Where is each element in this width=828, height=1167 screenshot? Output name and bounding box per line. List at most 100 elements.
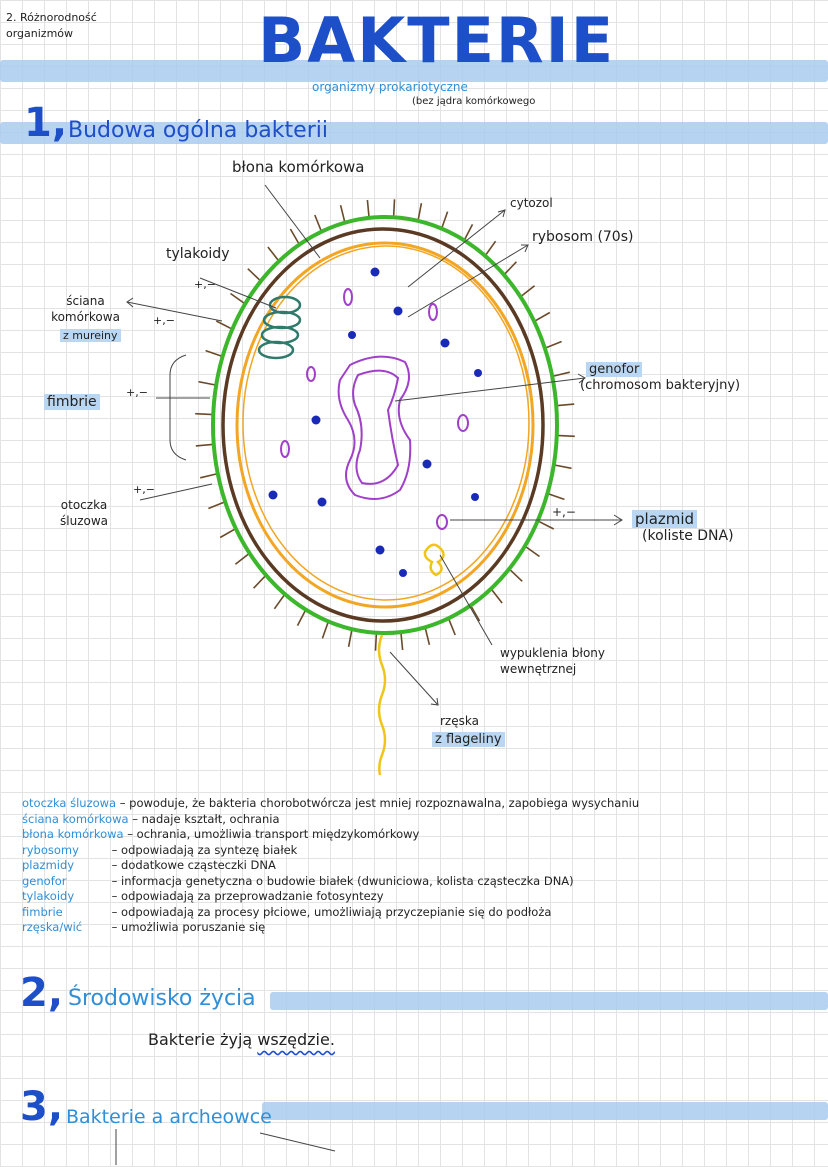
- ribosomes: [268, 267, 482, 577]
- fimbria-hair: [440, 211, 449, 229]
- fimbria-hair: [524, 545, 540, 558]
- fimbria-hair: [215, 320, 233, 330]
- fimbria-hair: [533, 311, 551, 323]
- fimbria-hair: [537, 520, 555, 530]
- label-rzeska: rzęska: [440, 714, 479, 728]
- subtitle: organizmy prokariotyczne: [312, 80, 468, 94]
- fimbria-hair: [314, 214, 323, 232]
- definition-desc: – dodatkowe cząsteczki DNA: [111, 858, 276, 872]
- definition-term: rzęska/wić: [22, 920, 83, 934]
- section3-number: 3,: [20, 1084, 64, 1130]
- definition-desc: – umożliwia poruszanie się: [111, 920, 266, 934]
- fimbria-hair: [208, 501, 226, 510]
- page-title: BAKTERIE: [258, 4, 616, 77]
- section3-band: [262, 1102, 828, 1120]
- fimbriae-hairs: [195, 199, 575, 651]
- genofor-highlight: genofor: [586, 362, 643, 377]
- fimbria-hair: [205, 349, 223, 358]
- bacteria-diagram: [126, 184, 623, 776]
- section2-band: [270, 992, 828, 1010]
- label-pm-sciana: +,−: [153, 314, 175, 327]
- definition-row: rzęska/wić – umożliwia poruszanie się: [22, 920, 639, 936]
- label-otoczka: otoczka śluzowa: [60, 498, 108, 528]
- definition-row: genofor – informacja genetyczna o budowi…: [22, 874, 639, 890]
- fimbria-hair: [289, 228, 301, 245]
- section2-number: 2,: [20, 970, 64, 1016]
- fimbria-hair: [417, 203, 423, 222]
- fimbria-hair: [503, 261, 517, 276]
- definition-desc: – odpowiadają za przeprowadzanie fotosyn…: [111, 889, 384, 903]
- subtitle-note: (bez jądra komórkowego: [412, 96, 536, 107]
- label-cytozol: cytozol: [510, 196, 553, 210]
- definition-desc: – nadaje kształt, ochrania: [132, 811, 280, 826]
- definition-row: fimbrie – odpowiadają za procesy płciowe…: [22, 905, 639, 921]
- section1-title: Budowa ogólna bakterii: [68, 118, 328, 143]
- fimbrie-highlight: fimbrie: [44, 394, 100, 410]
- section1-band: [0, 122, 828, 144]
- fimbria-hair: [347, 628, 353, 647]
- label-plazmid: plazmid: [632, 510, 698, 528]
- membrane-bulge: [423, 543, 445, 577]
- definition-term: ściana komórkowa: [22, 811, 129, 826]
- definition-row: błona komórkowa – ochrania, umożliwia tr…: [22, 827, 639, 843]
- label-genofor-sub: (chromosom bakteryjny): [580, 378, 741, 393]
- definition-term: błona komórkowa: [22, 827, 124, 841]
- definition-term: otoczka śluzowa: [22, 796, 117, 810]
- title-band: [0, 60, 828, 82]
- plasmids: [280, 288, 469, 530]
- outer-membrane: [211, 215, 559, 635]
- label-pm-plazmid: +,−: [552, 505, 576, 519]
- section2-text: Bakterie żyją wszędzie.: [148, 1030, 335, 1049]
- fimbria-hair: [544, 340, 562, 349]
- fimbria-hair: [247, 268, 262, 282]
- label-wypuklenia: wypuklenia błony wewnętrznej: [500, 646, 605, 676]
- definitions-list: otoczka śluzowa – powoduje, że bakteria …: [22, 796, 639, 936]
- label-genofor: genofor: [586, 362, 643, 377]
- label-sciana-sub: z mureiny: [60, 329, 121, 342]
- definition-desc: – powoduje, że bakteria chorobotwórcza j…: [119, 796, 640, 810]
- definition-row: otoczka śluzowa – powoduje, że bakteria …: [22, 796, 639, 812]
- fimbria-hair: [195, 412, 214, 416]
- fimbria-hair: [339, 205, 346, 223]
- fimbria-hair: [508, 568, 523, 582]
- definition-term: plazmidy: [22, 858, 75, 872]
- genophore: [337, 355, 412, 500]
- fimbria-hair: [547, 492, 565, 501]
- fimbria-hair: [556, 434, 575, 438]
- fimbria-hair: [556, 403, 575, 407]
- label-blona: błona komórkowa: [232, 158, 365, 176]
- fimbria-hair: [520, 285, 536, 298]
- definition-row: tylakoidy – odpowiadają za przeprowadzan…: [22, 889, 639, 905]
- section1-number: 1,: [24, 100, 68, 146]
- fimbria-hair: [200, 472, 218, 479]
- fimbria-hair: [234, 552, 250, 565]
- plazmid-highlight: plazmid: [632, 510, 698, 528]
- fimbria-hair: [469, 605, 481, 622]
- pointer-lines: [126, 184, 623, 706]
- label-rzeska-sub: z flageliny: [432, 732, 505, 747]
- fimbria-hair: [447, 618, 456, 636]
- fimbria-hair: [321, 621, 330, 639]
- definition-desc: – informacja genetyczna o budowie białek…: [111, 873, 574, 888]
- definition-term: fimbrie: [22, 904, 63, 919]
- fimbria-hair: [553, 464, 572, 470]
- fimbria-hair: [230, 292, 246, 305]
- fimbria-hair: [463, 224, 474, 241]
- fimbria-hair: [296, 609, 307, 626]
- section2-emphasis: wszędzie.: [257, 1030, 335, 1049]
- thylakoids: [257, 295, 302, 360]
- fimbria-hair: [267, 246, 280, 262]
- definition-desc: – ochrania, umożliwia transport międzyko…: [127, 827, 420, 841]
- fimbria-hair: [424, 627, 431, 645]
- definition-term: tylakoidy: [22, 889, 75, 903]
- fimbria-hair: [253, 574, 267, 589]
- label-pm-fimbrie: +,−: [126, 386, 148, 399]
- fimbria-hair: [374, 632, 378, 651]
- definition-term: genofor: [22, 873, 67, 888]
- section2-title: Środowisko życia: [68, 986, 256, 1011]
- label-pm-tylakoidy: +,−: [194, 278, 216, 291]
- definition-row: plazmidy – dodatkowe cząsteczki DNA: [22, 858, 639, 874]
- fimbria-hair: [219, 527, 237, 539]
- fimbria-hair: [392, 199, 396, 218]
- sciana-sub-highlight: z mureiny: [60, 329, 121, 342]
